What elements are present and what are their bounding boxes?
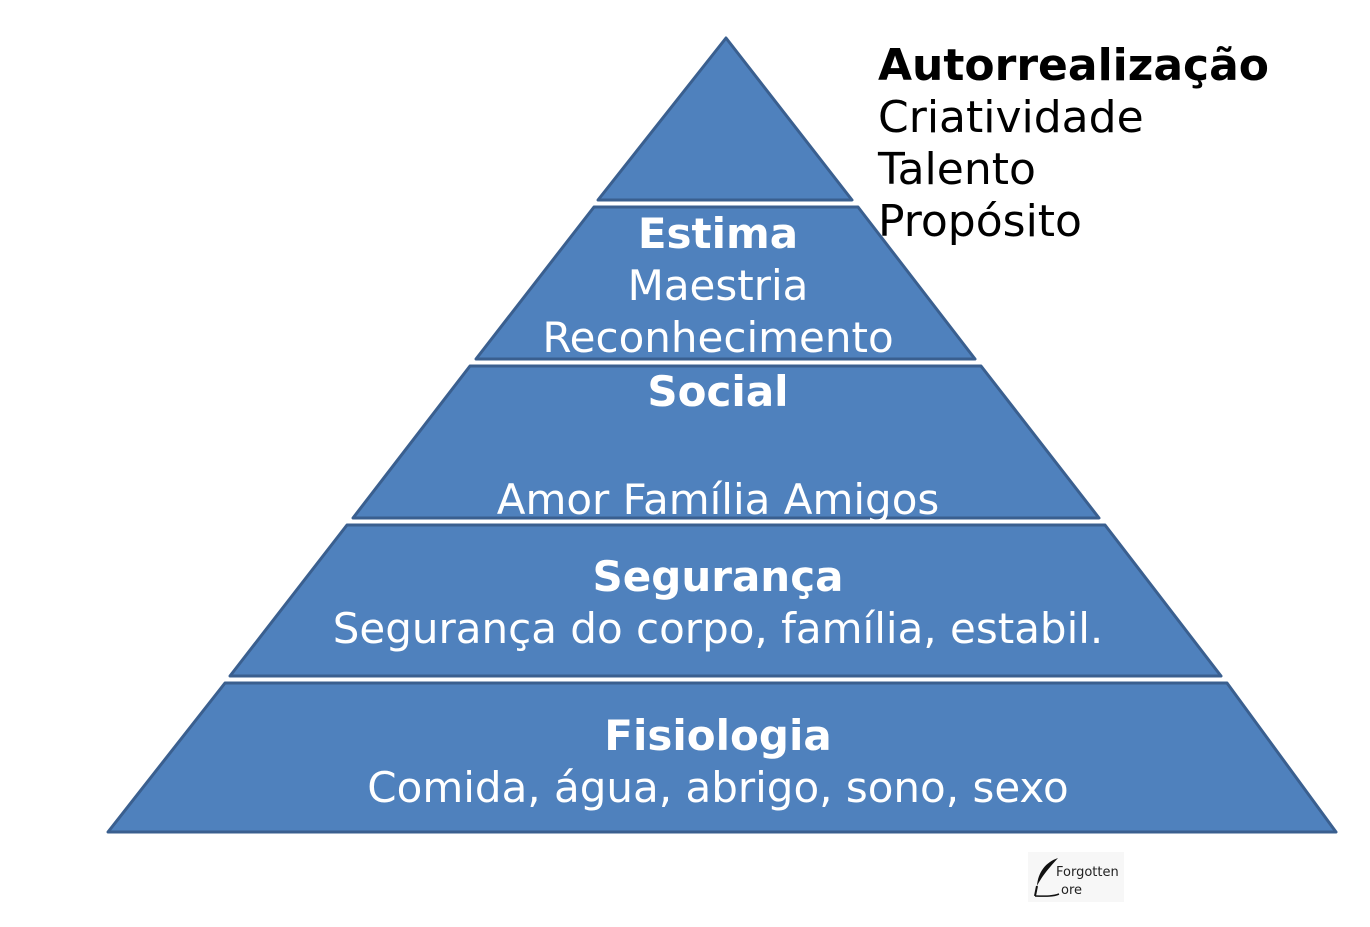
level-fisiologia-text: Fisiologia Comida, água, abrigo, sono, s… [367,710,1068,814]
level-fisiologia-title: Fisiologia [604,711,832,760]
pyramid-level-estima [474,205,977,361]
logo-text-line-1: Forgotten [1056,865,1119,880]
pyramid-level-seguranca [228,523,1223,678]
level-estima-line-1: Maestria [627,261,809,310]
level-social-text: Social Amor Família Amigos [497,366,940,526]
autorrealizacao-label: Autorrealização Criatividade Talento Pro… [878,40,1269,248]
autorrealizacao-line-2: Talento [878,144,1036,195]
forgotten-lore-logo: Forgotten ore [1028,852,1124,902]
autorrealizacao-line-1: Criatividade [878,92,1144,143]
autorrealizacao-title: Autorrealização [878,40,1270,91]
pyramid-level-social [351,364,1101,520]
logo-text-line-2: ore [1061,883,1083,898]
autorrealizacao-line-3: Propósito [878,196,1082,247]
level-seguranca-title: Segurança [592,552,844,601]
level-social-line-1 [497,418,940,470]
level-estima-title: Estima [637,209,799,258]
level-social-line-2: Amor Família Amigos [496,475,940,524]
level-social-title: Social [647,367,789,416]
quill-icon [1034,858,1060,897]
level-seguranca-line-1: Segurança do corpo, família, estabil. [332,604,1104,653]
pyramid-level-autorrealizacao [596,36,854,202]
pyramid-level-fisiologia [106,681,1338,834]
level-estima-line-2: Reconhecimento [542,313,894,362]
level-fisiologia-line-1: Comida, água, abrigo, sono, sexo [367,763,1069,812]
level-seguranca-text: Segurança Segurança do corpo, família, e… [333,551,1104,655]
level-estima-text: Estima Maestria Reconhecimento [542,208,893,364]
